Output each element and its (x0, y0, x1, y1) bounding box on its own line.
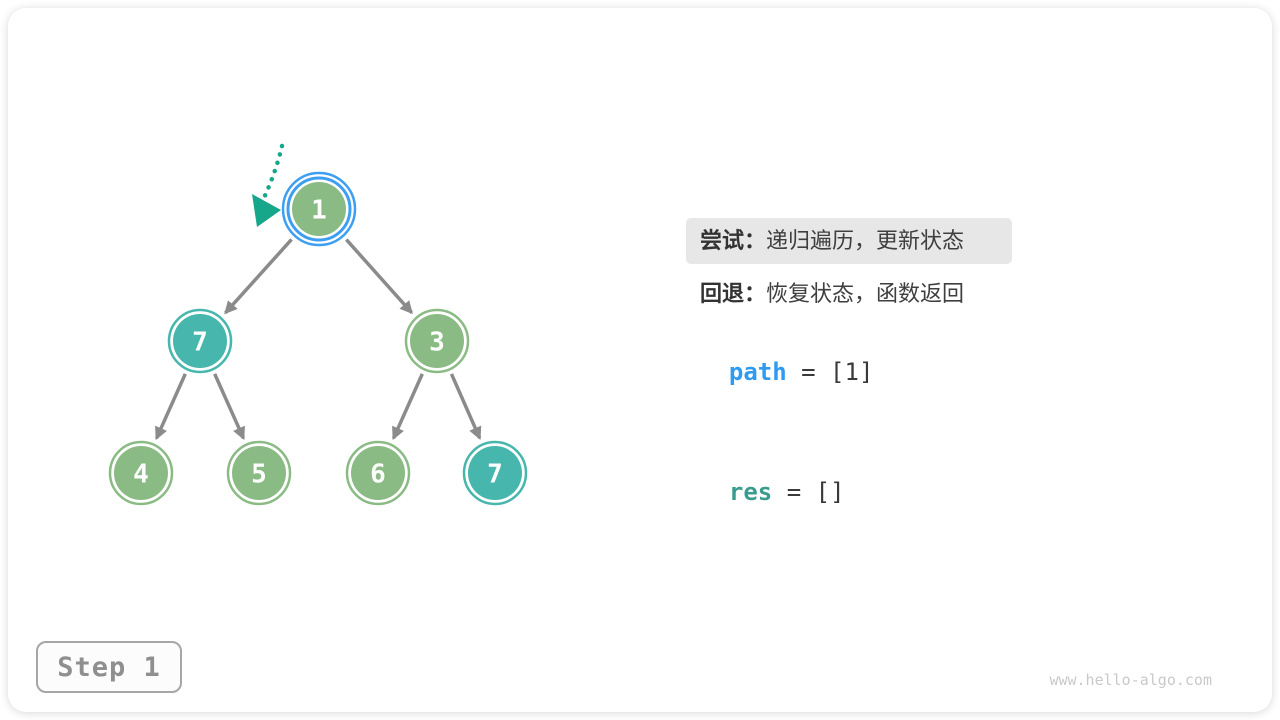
tree-node-1: 1 (281, 171, 357, 247)
tree-node-7: 7 (462, 440, 528, 506)
step-badge-label: Step 1 (57, 651, 161, 683)
current-node-pointer-dots (260, 143, 285, 203)
tree-edge (213, 373, 246, 441)
path-variable-line: path = [1] (700, 330, 874, 386)
tree-node-label: 5 (251, 459, 267, 489)
watermark: www.hello-algo.com (1049, 671, 1212, 689)
tree-node-4: 4 (108, 440, 174, 506)
current-node-pointer-arrow-icon (252, 194, 281, 227)
tree-edge (391, 373, 424, 441)
tree-node-5: 5 (226, 440, 292, 506)
tree-edge (154, 373, 187, 441)
try-note-text: 递归遍历，更新状态 (766, 228, 965, 253)
tree-node-6: 6 (345, 440, 411, 506)
tree-canvas: 1 7 3 4 5 6 7 (108, 143, 528, 506)
path-variable-value: = [1] (786, 358, 874, 386)
tree-node-label: 6 (370, 459, 386, 489)
backtrack-note-label: 回退： (700, 281, 767, 306)
res-variable-value: = [] (772, 478, 845, 506)
tree-node-label: 1 (311, 195, 327, 225)
try-note-label: 尝试： (700, 228, 767, 253)
res-variable-name: res (728, 478, 773, 506)
tree-node-7: 7 (167, 308, 233, 374)
try-note: 尝试：递归遍历，更新状态 (686, 218, 1012, 264)
tree-node-label: 4 (133, 459, 149, 489)
path-variable-name: path (728, 358, 787, 386)
tree-node-3: 3 (404, 308, 470, 374)
tree-node-label: 3 (429, 327, 445, 357)
tree-edge (345, 238, 413, 315)
tree-edge (449, 373, 482, 440)
backtrack-note-text: 恢复状态，函数返回 (766, 281, 965, 306)
step-badge: Step 1 (36, 641, 182, 693)
res-variable-line: res = [] (700, 450, 845, 506)
tree-edge (224, 238, 293, 315)
tree-node-label: 7 (192, 327, 208, 357)
tree-node-label: 7 (487, 459, 503, 489)
backtrack-note: 回退：恢复状态，函数返回 (700, 281, 964, 307)
